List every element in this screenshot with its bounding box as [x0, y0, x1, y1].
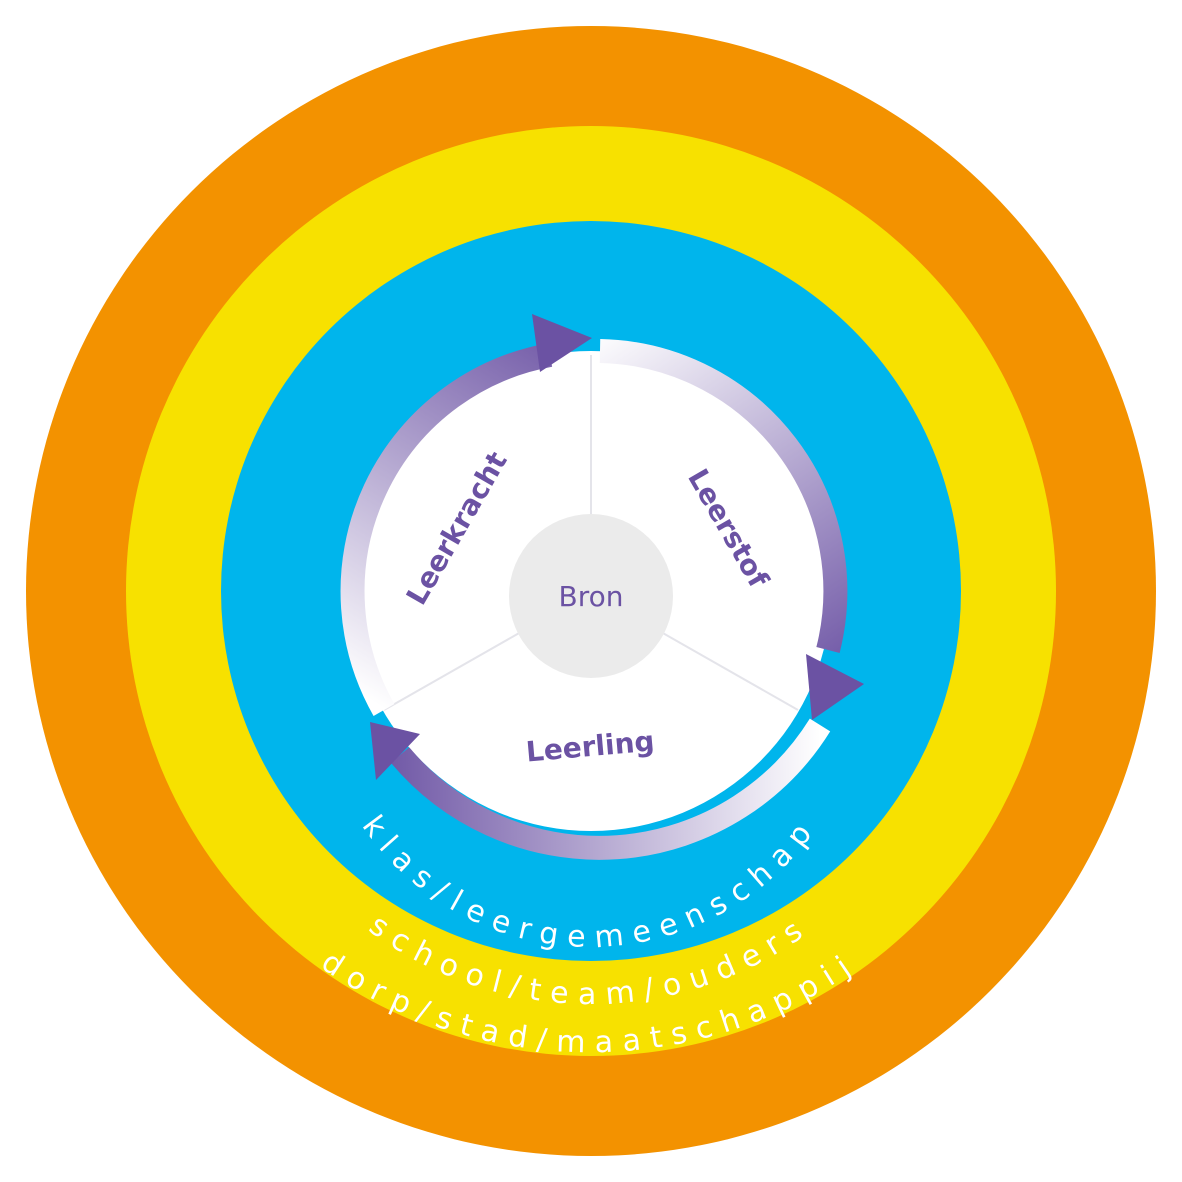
center-label: Bron	[559, 580, 624, 613]
cycle-arrows	[340, 314, 864, 860]
arrow-top-shaft	[340, 343, 553, 716]
arrow-top-head	[532, 314, 592, 372]
sector-dividers	[383, 355, 799, 711]
arrow-right-head	[806, 654, 864, 720]
divider-left	[383, 627, 529, 711]
arrow-bottom-head	[370, 722, 420, 780]
arrow-bottom-shaft	[390, 718, 831, 860]
center-circle	[509, 514, 673, 678]
arrow-right-shaft	[599, 339, 848, 653]
divider-right	[653, 627, 799, 711]
